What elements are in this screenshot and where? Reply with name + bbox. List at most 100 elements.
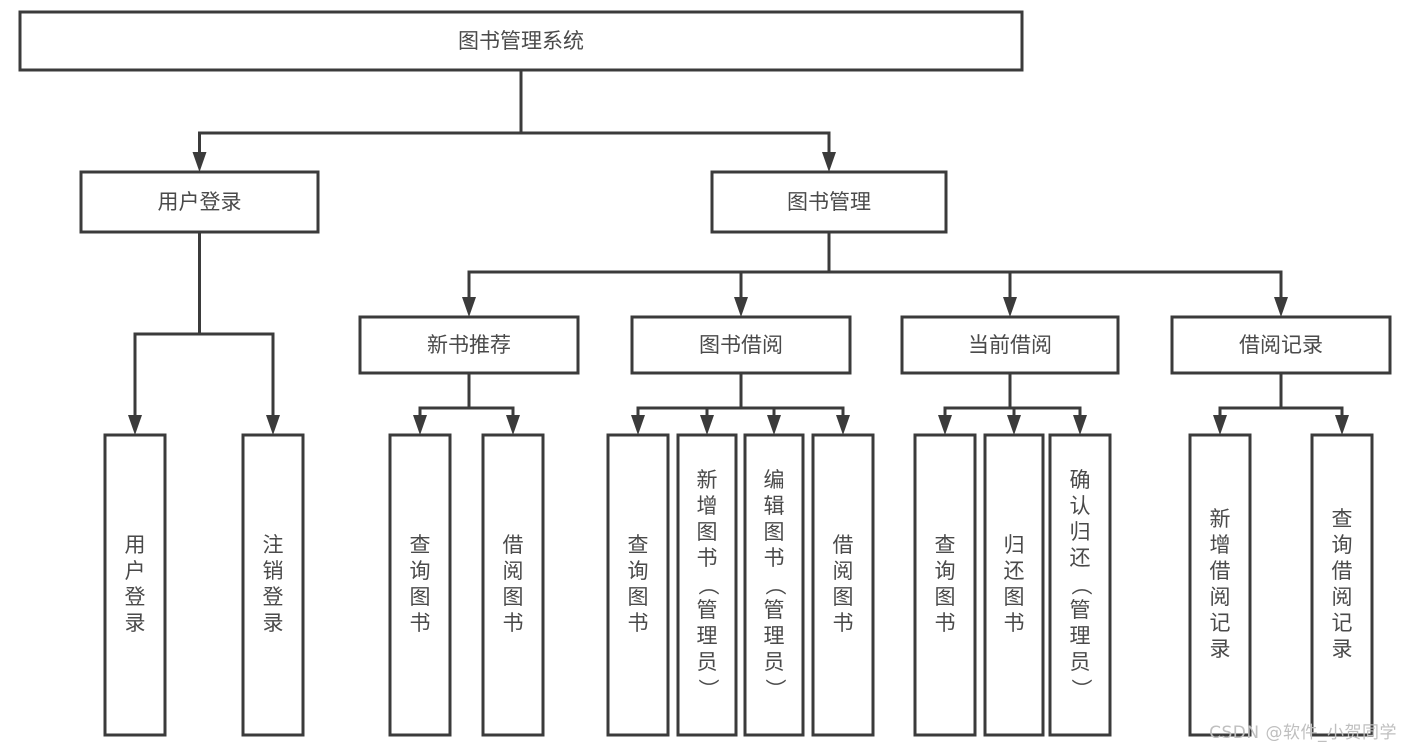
node-box: [743, 433, 805, 737]
node-label-char: 员: [1070, 650, 1091, 674]
node-label-char: 新: [697, 468, 718, 492]
node-label-char: 借: [1332, 559, 1353, 583]
connector-line: [943, 373, 1012, 415]
node-label-char: 用: [125, 533, 146, 557]
node-label: 用户登录: [158, 190, 242, 214]
node-root-图书管理系统[interactable]: 图书管理系统: [18, 10, 1024, 72]
connector-line: [1279, 373, 1344, 415]
arrow-head-icon: [1335, 415, 1349, 435]
node-label-char: 增: [1210, 533, 1231, 557]
node-box: [79, 170, 320, 234]
connector-edge: [631, 373, 743, 435]
node-label-char: 理: [1070, 624, 1091, 648]
node-label-char: 图: [935, 585, 956, 609]
arrow-head-icon: [462, 297, 476, 317]
arrow-head-icon: [700, 415, 714, 435]
node-label-char: ）: [1069, 679, 1093, 700]
arrow-head-icon: [734, 297, 748, 317]
node-box: [811, 433, 875, 737]
connector-line: [198, 70, 523, 152]
node-box: [1188, 433, 1252, 737]
node-label-char: 阅: [503, 559, 524, 583]
node-label-char: 借: [503, 533, 524, 557]
node-level3-借阅记录[interactable]: 借阅记录: [1170, 315, 1392, 375]
node-level3-当前借阅[interactable]: 当前借阅: [900, 315, 1120, 375]
node-label-char: 书: [1004, 611, 1025, 635]
node-leaf-用户登录[interactable]: 用户登录: [103, 433, 167, 737]
node-label: 图书管理系统: [458, 29, 584, 53]
node-label-char: 户: [125, 559, 146, 583]
connector-edge: [128, 232, 201, 435]
node-level3-图书借阅[interactable]: 图书借阅: [630, 315, 852, 375]
connector-edge: [827, 232, 1017, 317]
arrow-head-icon: [1073, 415, 1087, 435]
node-label-char: 录: [1210, 637, 1231, 661]
connector-edge: [734, 232, 831, 317]
node-label-char: 归: [1004, 533, 1025, 557]
node-label-char: 员: [764, 650, 785, 674]
arrow-head-icon: [1213, 415, 1227, 435]
connector-line: [198, 232, 275, 415]
node-label: 借阅记录: [1239, 333, 1323, 357]
arrow-head-icon: [836, 415, 850, 435]
arrow-head-icon: [192, 152, 207, 172]
node-label-char: 登: [125, 585, 146, 609]
connector-edge: [739, 373, 850, 435]
node-box: [241, 433, 305, 737]
connector-line: [827, 232, 1283, 297]
node-label-char: 阅: [1332, 585, 1353, 609]
node-box: [481, 433, 545, 737]
node-label-char: 归: [1070, 520, 1091, 544]
node-label-char: 还: [1070, 546, 1091, 570]
connector-edge: [192, 70, 523, 172]
arrow-head-icon: [631, 415, 645, 435]
node-label-char: 查: [410, 533, 431, 557]
node-label-char: 录: [263, 611, 284, 635]
connector-line: [467, 232, 831, 297]
node-label-char: 书: [833, 611, 854, 635]
node-label-char: 查: [935, 533, 956, 557]
node-label-char: 确: [1070, 468, 1091, 492]
connector-line: [467, 373, 515, 415]
connector-line: [133, 232, 201, 415]
node-label-char: 借: [1210, 559, 1231, 583]
nodes-layer: 图书管理系统用户登录图书管理新书推荐图书借阅当前借阅借阅记录用户登录注销登录查询…: [18, 10, 1392, 737]
node-level2-图书管理[interactable]: 图书管理: [710, 170, 948, 234]
node-box: [1048, 433, 1112, 737]
node-label-char: 图: [503, 585, 524, 609]
node-label-char: 图: [628, 585, 649, 609]
node-label-char: 书: [697, 546, 718, 570]
connector-edge: [413, 373, 471, 435]
node-box: [18, 10, 1024, 72]
connector-edge: [198, 232, 280, 435]
node-box: [900, 315, 1120, 375]
node-level3-新书推荐[interactable]: 新书推荐: [358, 315, 580, 375]
node-label-char: 查: [1332, 507, 1353, 531]
node-label-char: 图: [1004, 585, 1025, 609]
node-level2-用户登录[interactable]: 用户登录: [79, 170, 320, 234]
node-label-char: 图: [764, 520, 785, 544]
node-label-char: 查: [628, 533, 649, 557]
connector-edge: [467, 373, 520, 435]
node-label-char: 录: [125, 611, 146, 635]
node-label-char: 注: [263, 533, 284, 557]
node-label-char: 阅: [833, 559, 854, 583]
arrow-head-icon: [266, 415, 280, 435]
node-label-char: 记: [1332, 611, 1353, 635]
node-label-char: 书: [628, 611, 649, 635]
connector-edge: [519, 70, 836, 172]
connector-line: [1008, 373, 1082, 415]
node-box: [676, 433, 738, 737]
